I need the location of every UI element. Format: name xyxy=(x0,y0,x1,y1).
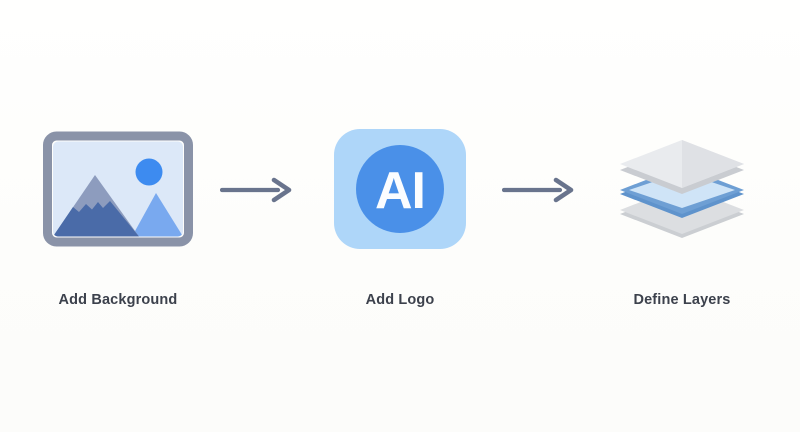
flow-step-label: Add Logo xyxy=(365,292,435,308)
arrow-right-icon xyxy=(502,177,574,203)
flow-step-define-layers[interactable]: Define Layers xyxy=(587,124,777,308)
flow-step-add-logo[interactable]: AI Add Logo xyxy=(305,124,495,308)
picture-icon-slot xyxy=(38,124,198,254)
ai-logo-icon-slot: AI xyxy=(320,124,480,254)
flow-step-label: Define Layers xyxy=(633,292,731,308)
flow-step-label: Add Background xyxy=(58,292,178,308)
flow-connector-2 xyxy=(495,125,587,255)
arrow-right-icon xyxy=(220,177,292,203)
flow-connector-1 xyxy=(213,125,305,255)
ai-logo-text: AI xyxy=(375,162,425,220)
layers-icon-slot xyxy=(602,124,762,254)
flow-step-add-background[interactable]: Add Background xyxy=(23,124,213,308)
layers-icon xyxy=(620,140,744,238)
picture-icon xyxy=(43,131,193,247)
layer-top xyxy=(620,140,744,194)
ai-logo-icon: AI xyxy=(334,129,466,249)
